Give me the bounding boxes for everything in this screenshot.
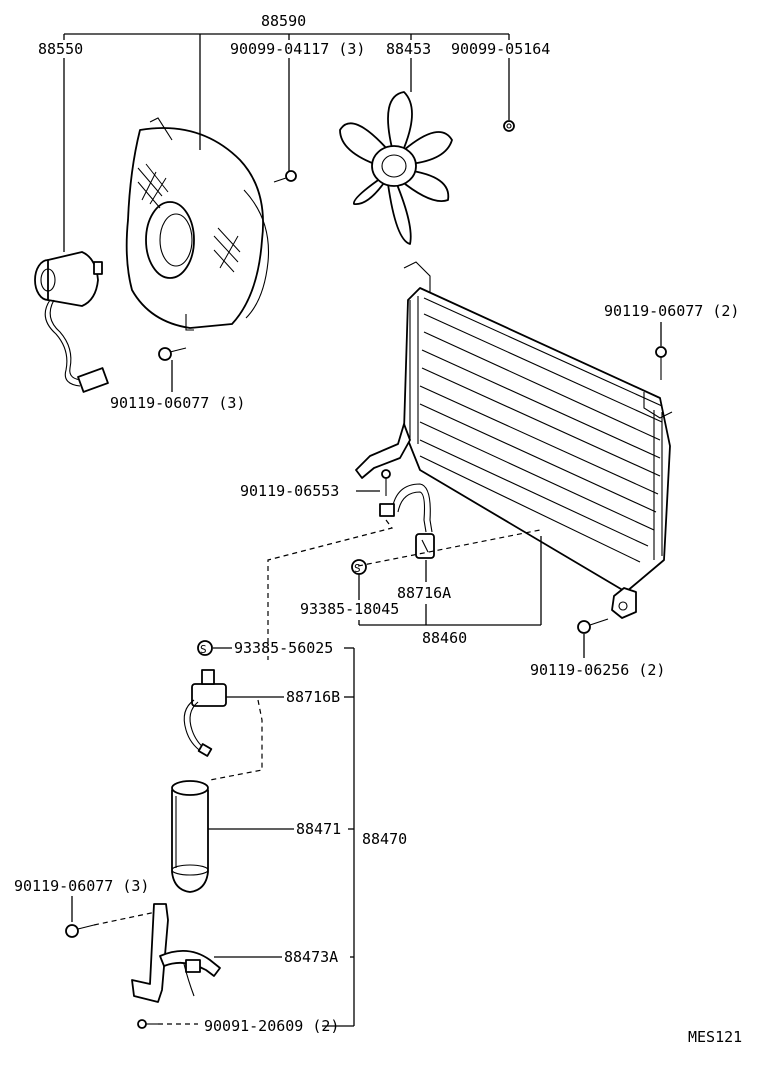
pipe-bolt-part xyxy=(381,469,391,496)
callout-93385-56025: 93385-56025 xyxy=(234,639,333,657)
bracket-screw-part xyxy=(137,1019,158,1029)
fan-assembly-bracket xyxy=(63,33,510,130)
condenser-pipe-part xyxy=(379,483,433,533)
condenser-upper-bolt-part xyxy=(655,346,667,380)
receiver-part xyxy=(171,780,209,893)
shroud-bolt-part xyxy=(158,347,187,361)
fan-nut-part xyxy=(503,120,515,132)
bracket-bolt-part xyxy=(65,924,95,938)
callout-90119-06077-3-bracket: 90119-06077 (3) xyxy=(14,877,149,895)
callout-88716b: 88716B xyxy=(286,688,340,706)
receiver-bracket-part xyxy=(131,903,221,1003)
callout-88590: 88590 xyxy=(261,12,306,30)
callout-90119-06553: 90119-06553 xyxy=(240,482,339,500)
callout-90099-05164: 90099-05164 xyxy=(451,40,550,58)
callout-90119-06077-2: 90119-06077 (2) xyxy=(604,302,739,320)
callout-90119-06256-2: 90119-06256 (2) xyxy=(530,661,665,679)
condenser-part xyxy=(355,261,673,619)
callout-88473a: 88473A xyxy=(284,948,338,966)
fan-shroud-part xyxy=(125,117,270,331)
callout-88460: 88460 xyxy=(422,629,467,647)
fan-motor-part xyxy=(34,251,109,393)
callout-90099-04117: 90099-04117 (3) xyxy=(230,40,365,58)
fan-blade-part xyxy=(339,91,453,245)
callout-88470: 88470 xyxy=(362,830,407,848)
diagram-code: MES121 xyxy=(688,1028,742,1046)
callout-88471: 88471 xyxy=(296,820,341,838)
pressure-switch-a-part xyxy=(415,533,435,559)
callout-88453: 88453 xyxy=(386,40,431,58)
callout-93385-18045: 93385-18045 xyxy=(300,600,399,618)
o-ring-symbol-condenser: S xyxy=(351,559,367,575)
callout-88550: 88550 xyxy=(38,40,83,58)
svg-text:S: S xyxy=(200,643,207,656)
callout-90119-06077-3-shroud: 90119-06077 (3) xyxy=(110,394,245,412)
callout-88716a: 88716A xyxy=(397,584,451,602)
condenser-lower-bolt-part xyxy=(577,618,609,634)
o-ring-symbol-receiver: S xyxy=(197,640,213,656)
svg-text:S: S xyxy=(354,562,361,575)
shroud-screw-part xyxy=(273,170,297,183)
callout-90091-20609: 90091-20609 (2) xyxy=(204,1017,339,1035)
pressure-switch-b-part xyxy=(183,669,227,757)
